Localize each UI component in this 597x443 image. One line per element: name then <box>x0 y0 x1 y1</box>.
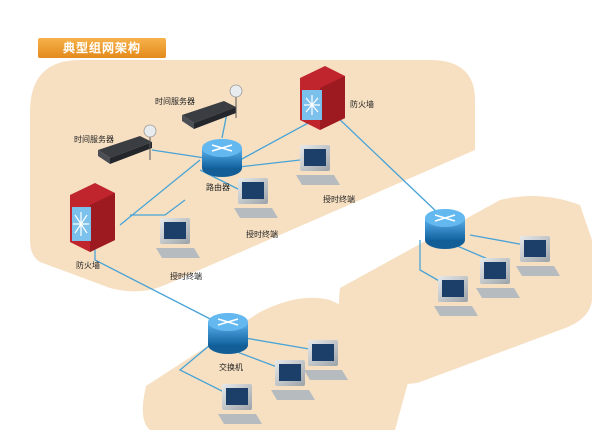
pc-bottom-2 <box>271 360 315 400</box>
link-router-topfirewall <box>239 121 311 161</box>
zone-main <box>30 60 475 292</box>
pc-client-1 <box>296 145 340 185</box>
link-router-leftfirewall <box>119 159 201 226</box>
link-leftfw-client3 <box>130 199 186 216</box>
switch-bottom-icon <box>208 313 248 354</box>
link-rightswitch-pc2 <box>454 244 491 261</box>
label-client-2: 授时终端 <box>246 229 278 239</box>
firewall-top <box>300 66 345 130</box>
pc-bottom-1 <box>218 384 262 424</box>
time-server-2 <box>182 84 243 129</box>
router-icon <box>202 139 242 177</box>
satellite-dish-icon <box>229 84 243 98</box>
link-switch-pc3 <box>244 337 316 351</box>
label-time-server-2: 时间服务器 <box>155 96 195 106</box>
diagram-title: 典型组网架构 <box>38 38 166 58</box>
pc-right-3 <box>516 236 560 276</box>
pc-client-2 <box>234 178 278 218</box>
satellite-dish-icon <box>143 124 157 138</box>
firewall-left <box>70 183 115 252</box>
pc-client-3 <box>156 218 200 258</box>
link-rightswitch-pc3 <box>469 234 526 246</box>
label-router: 路由器 <box>206 182 230 192</box>
link-timeserver1-router <box>151 149 206 159</box>
link-leftfw-switch <box>94 245 223 326</box>
time-server-1 <box>98 124 157 164</box>
pc-right-2 <box>476 258 520 298</box>
link-topfw-rightswitch <box>334 114 441 216</box>
link-switch-pc1 <box>178 344 241 401</box>
label-time-server-1: 时间服务器 <box>74 134 114 144</box>
label-client-1: 授时终端 <box>323 194 355 204</box>
switch-right-icon <box>425 209 465 249</box>
label-switch: 交换机 <box>219 362 243 372</box>
label-firewall-top: 防火墙 <box>350 99 374 109</box>
pc-bottom-3 <box>304 340 348 380</box>
label-firewall-left: 防火墙 <box>76 260 100 270</box>
label-client-3: 授时终端 <box>170 271 202 281</box>
pc-right-1 <box>434 276 478 316</box>
